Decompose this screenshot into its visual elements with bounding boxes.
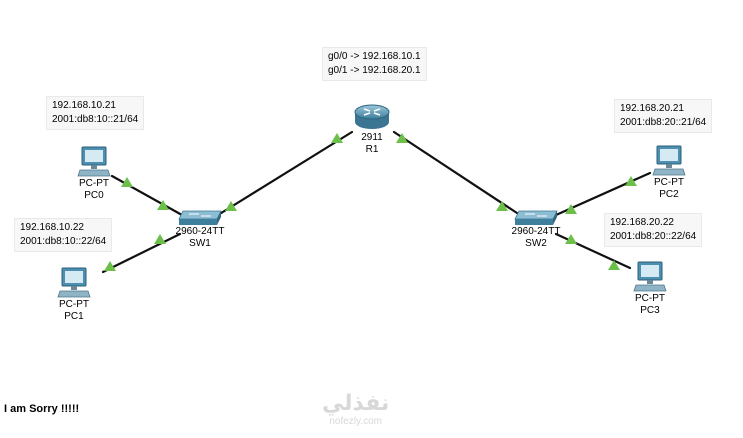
link-status-sw1-r1 [225,201,237,211]
link-status-pc0 [121,177,133,187]
pc-name: PC3 [640,305,660,316]
router-r1[interactable]: 2911 R1 [342,102,402,156]
switch-icon [178,210,222,225]
pc-model: PC-PT [79,178,109,189]
router-model: 2911 [361,132,383,143]
link-status-sw1-pc1 [154,234,166,244]
switch-model: 2960-24TT [511,226,561,237]
pc-icon [633,261,667,292]
watermark-arabic: نفذلي [322,391,390,416]
link-status-sw2-r1 [496,201,508,211]
pc-icon [652,145,686,176]
router-config-note[interactable]: g0/0 -> 192.168.10.1 g0/1 -> 192.168.20.… [322,47,427,81]
link-status-r1-sw2 [396,133,408,143]
link-status-sw2-pc2 [565,204,577,214]
link-status-pc3 [608,260,620,270]
router-icon [354,104,390,129]
watermark-logo: نفذلي nofezly.com [322,391,390,428]
switch-icon [514,210,558,225]
link-status-pc2 [625,176,637,186]
pc2-ipv6: 2001:db8:20::21/64 [620,117,707,128]
pc1-ipv6: 2001:db8:10::22/64 [20,236,107,247]
pc-pc3[interactable]: PC-PT PC3 [624,261,676,317]
router-name: R1 [365,144,379,155]
pc1-address-note[interactable]: 192.168.10.22 2001:db8:10::22/64 [14,218,113,252]
watermark-latin: nofezly.com [329,416,382,427]
router-config-line-2: g0/1 -> 192.168.20.1 [328,65,421,76]
switch-sw2[interactable]: 2960-24TT SW2 [501,210,571,250]
pc-icon [77,146,111,177]
pc0-ipv4: 192.168.10.21 [52,100,116,111]
link-status-sw2-pc3 [565,234,577,244]
pc0-ipv6: 2001:db8:10::21/64 [52,114,139,125]
switch-name: SW1 [189,238,211,249]
pc-model: PC-PT [635,293,665,304]
pc1-ipv4: 192.168.10.22 [20,222,84,233]
pc-pc1[interactable]: PC-PT PC1 [48,267,100,323]
router-config-line-1: g0/0 -> 192.168.10.1 [328,51,421,62]
footer-note: I am Sorry !!!!! [4,403,80,415]
link-status-sw1-pc0 [157,200,169,210]
pc-name: PC1 [64,311,84,322]
link-status-r1-sw1 [331,133,343,143]
pc3-address-note[interactable]: 192.168.20.22 2001:db8:20::22/64 [604,213,703,247]
pc-pc0[interactable]: PC-PT PC0 [68,146,120,202]
switch-sw1[interactable]: 2960-24TT SW1 [165,210,235,250]
pc-model: PC-PT [654,177,684,188]
pc3-ipv4: 192.168.20.22 [610,217,674,228]
pc2-ipv4: 192.168.20.21 [620,103,684,114]
switch-name: SW2 [525,238,547,249]
link-pc1-sw1[interactable] [101,232,182,274]
switch-model: 2960-24TT [175,226,225,237]
link-pc0-sw1[interactable] [110,174,184,217]
pc-model: PC-PT [59,299,89,310]
pc2-address-note[interactable]: 192.168.20.21 2001:db8:20::21/64 [614,99,713,133]
pc0-address-note[interactable]: 192.168.10.21 2001:db8:10::21/64 [46,96,145,130]
link-r1-sw2[interactable] [392,130,522,217]
pc-name: PC2 [659,189,679,200]
pc3-ipv6: 2001:db8:20::22/64 [610,231,697,242]
link-status-pc1 [104,261,116,271]
pc-name: PC0 [84,190,104,201]
pc-pc2[interactable]: PC-PT PC2 [643,145,695,201]
link-sw1-r1[interactable] [216,130,354,217]
pc-icon [57,267,91,298]
